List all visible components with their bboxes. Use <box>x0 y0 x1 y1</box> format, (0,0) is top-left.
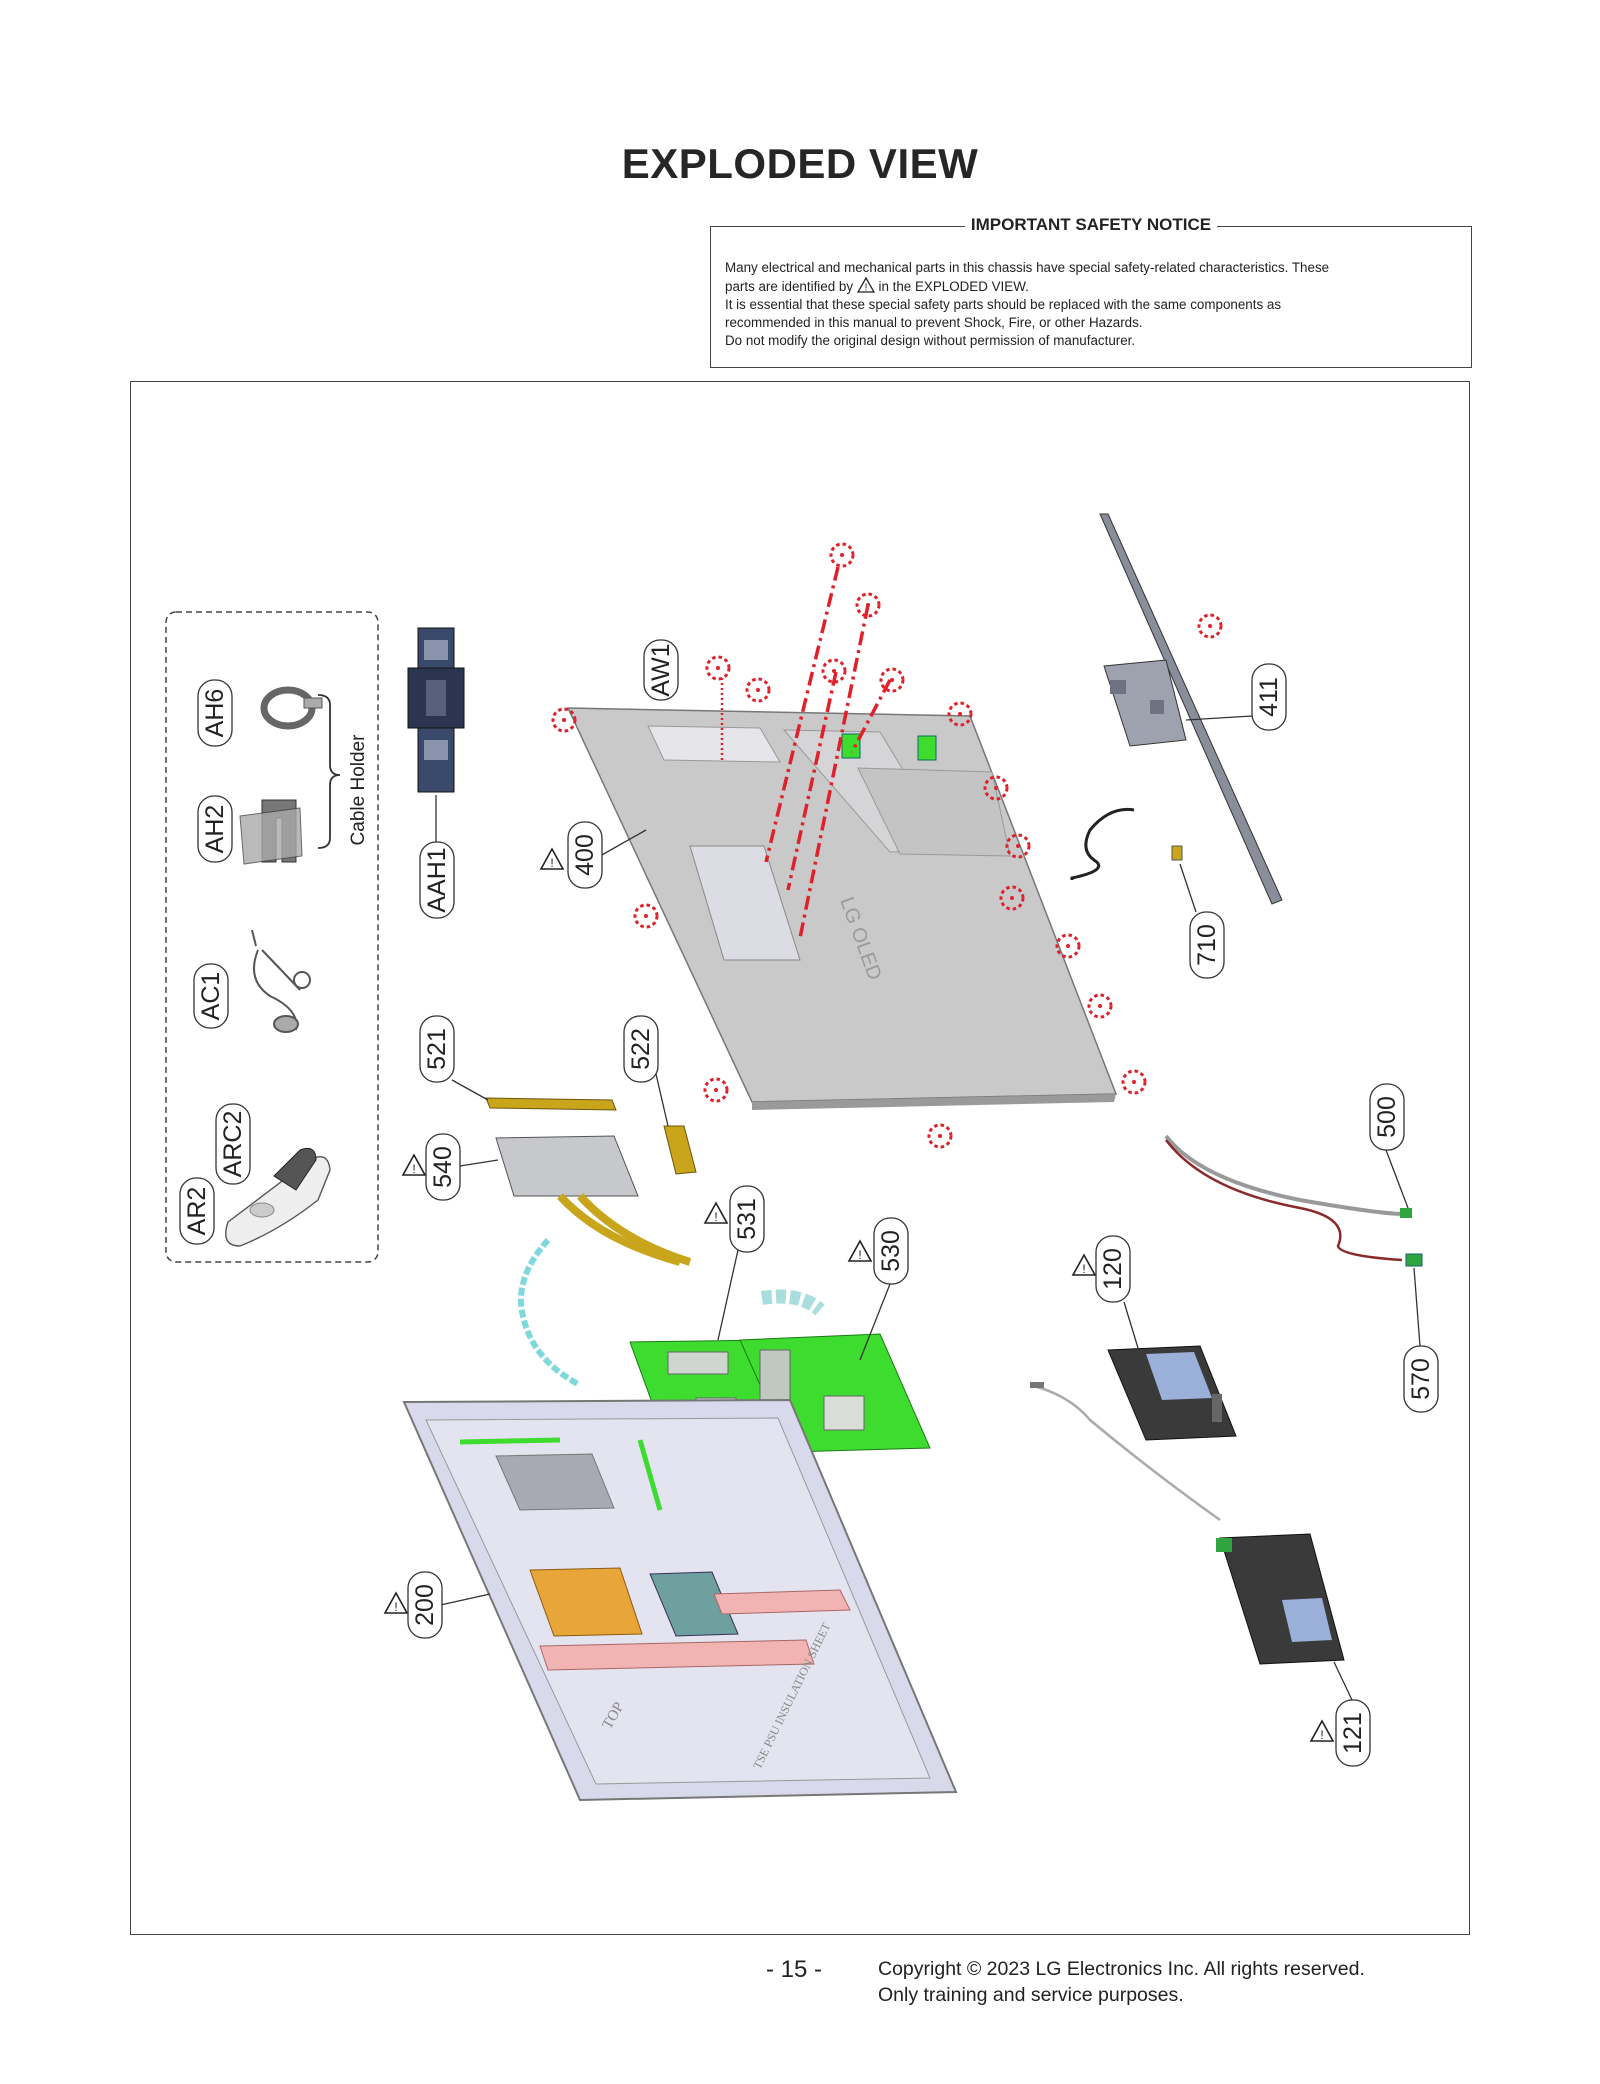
ah6-clamp-part <box>260 686 323 730</box>
board-120 <box>1107 1345 1237 1441</box>
ah2-holder-part <box>239 799 303 865</box>
cable-710 <box>1070 807 1135 880</box>
notice-line-3: It is essential that these special safet… <box>725 297 1282 312</box>
front-frame-200: TOP TSE PSU INSULATION SHEET <box>402 1398 958 1802</box>
board-121 <box>1216 1533 1345 1665</box>
svg-text:AH2: AH2 <box>201 805 229 854</box>
svg-text:500: 500 <box>1373 1096 1401 1138</box>
svg-text:AR2: AR2 <box>183 1187 211 1236</box>
cable-121 <box>1033 1384 1221 1522</box>
svg-text:522: 522 <box>627 1028 655 1070</box>
warning-triangle-icon: ! <box>856 277 875 294</box>
svg-text:530: 530 <box>877 1230 905 1272</box>
svg-text:AH6: AH6 <box>201 689 229 738</box>
svg-text:521: 521 <box>423 1028 451 1070</box>
notice-line-5: Do not modify the original design withou… <box>725 333 1136 348</box>
label-570: 570 <box>1403 1345 1439 1413</box>
svg-text:200: 200 <box>411 1584 439 1626</box>
label-ah2: AH2 <box>197 795 233 863</box>
label-530: 530 <box>873 1217 909 1285</box>
warning-triangle-icon <box>540 848 564 871</box>
part-521-bar <box>485 1097 617 1111</box>
svg-text:121: 121 <box>1339 1712 1367 1754</box>
part-522 <box>663 1125 697 1175</box>
label-ac1: AC1 <box>193 963 229 1029</box>
aah1-bracket-part <box>407 627 465 793</box>
copyright-line-1: Copyright © 2023 LG Electronics Inc. All… <box>878 1958 1365 1980</box>
label-411: 411 <box>1251 663 1287 731</box>
svg-text:540: 540 <box>429 1146 457 1188</box>
label-522: 522 <box>623 1015 659 1083</box>
label-531: 531 <box>729 1185 765 1253</box>
label-ah6: AH6 <box>197 679 233 747</box>
svg-text:120: 120 <box>1099 1248 1127 1290</box>
cable-holder-bracket <box>317 694 341 849</box>
svg-text:!: ! <box>864 283 867 294</box>
label-400: 400 <box>567 821 603 889</box>
label-121: 121 <box>1335 1699 1371 1767</box>
svg-text:AW1: AW1 <box>647 643 675 696</box>
stand-bracket-411 <box>1099 513 1283 905</box>
svg-text:ARC2: ARC2 <box>219 1111 247 1178</box>
label-ar2: AR2 <box>179 1177 215 1245</box>
label-aw1: AW1 <box>643 639 679 701</box>
label-120: 120 <box>1095 1235 1131 1303</box>
exploded-view-frame <box>130 381 1470 1935</box>
svg-text:570: 570 <box>1407 1358 1435 1400</box>
notice-line-2: parts are identified by ! in the EXPLODE… <box>725 277 1029 294</box>
notice-line-1: Many electrical and mechanical parts in … <box>725 260 1330 275</box>
cable-500 <box>1164 1134 1405 1216</box>
safety-notice-box: IMPORTANT SAFETY NOTICE Many electrical … <box>710 215 1472 368</box>
label-710: 710 <box>1189 911 1225 979</box>
rear-chassis-400: LG OLED <box>566 707 1118 1110</box>
part-570 <box>1405 1253 1423 1267</box>
accessory-box <box>165 611 379 1263</box>
svg-text:710: 710 <box>1193 924 1221 966</box>
page-number: - 15 - <box>766 1956 823 1983</box>
screw-guide-lines <box>764 566 892 939</box>
safety-notice-body: Many electrical and mechanical parts in … <box>725 259 1457 350</box>
svg-text:AAH1: AAH1 <box>423 847 451 912</box>
copyright-line-2: Only training and service purposes. <box>878 1984 1184 2006</box>
svg-text:531: 531 <box>733 1198 761 1240</box>
copyright-notice: Copyright © 2023 LG Electronics Inc. All… <box>878 1956 1365 2008</box>
safety-notice-title: IMPORTANT SAFETY NOTICE <box>711 215 1471 235</box>
label-500: 500 <box>1369 1083 1405 1151</box>
part-500 <box>1400 1208 1412 1218</box>
svg-text:AC1: AC1 <box>197 972 225 1021</box>
label-200: 200 <box>407 1571 443 1639</box>
part-710-connector <box>1171 845 1183 861</box>
ac1-cable-part <box>251 929 311 1033</box>
svg-text:400: 400 <box>571 834 599 876</box>
notice-line-4: recommended in this manual to prevent Sh… <box>725 315 1143 330</box>
label-521: 521 <box>419 1015 455 1083</box>
cable-holder-label: Cable Holder <box>348 734 369 846</box>
remote-control-part <box>225 1147 331 1247</box>
board-540 <box>495 1135 692 1266</box>
svg-text:411: 411 <box>1255 677 1283 717</box>
label-arc2: ARC2 <box>215 1103 251 1185</box>
page-title: EXPLODED VIEW <box>621 140 979 187</box>
label-aah1: AAH1 <box>419 841 455 919</box>
ffc-cable-cyan <box>518 1237 580 1387</box>
label-540: 540 <box>425 1133 461 1201</box>
